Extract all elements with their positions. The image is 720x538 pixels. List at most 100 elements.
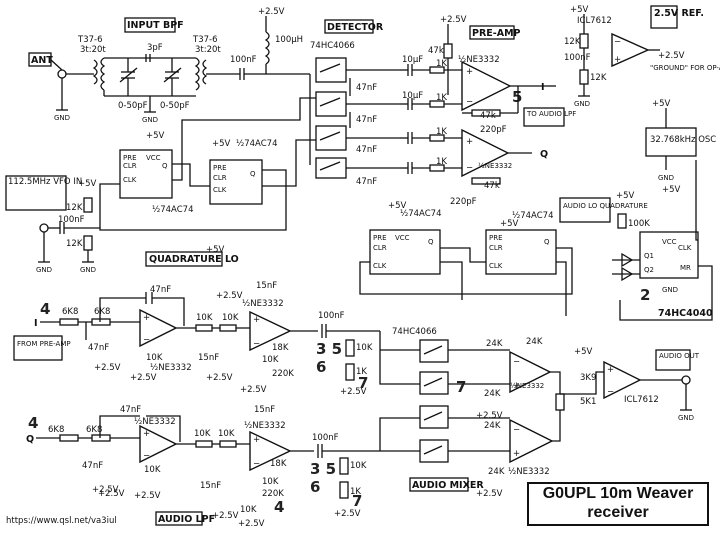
svg-text:−: − xyxy=(513,425,520,435)
svg-text:+2.5V: +2.5V xyxy=(658,51,685,61)
svg-text:10K: 10K xyxy=(218,429,235,439)
quadrature-lo-label: QUADRATURE LO xyxy=(149,254,239,265)
svg-text:Q: Q xyxy=(250,170,256,178)
svg-text:PRE: PRE xyxy=(123,154,137,162)
svg-text:47nF: 47nF xyxy=(356,177,377,187)
svg-text:½NE3332: ½NE3332 xyxy=(508,467,550,477)
svg-text:½74AC74: ½74AC74 xyxy=(152,205,193,215)
svg-text:100nF: 100nF xyxy=(318,311,345,321)
svg-text:GND: GND xyxy=(142,116,158,124)
svg-text:½NE3332: ½NE3332 xyxy=(478,162,512,170)
svg-text:18K: 18K xyxy=(270,459,287,469)
svg-text:0-50pF: 0-50pF xyxy=(118,101,148,111)
svg-text:47nF: 47nF xyxy=(356,83,377,93)
svg-text:Q: Q xyxy=(428,238,434,246)
svg-text:−: − xyxy=(466,163,473,173)
svg-text:+: + xyxy=(607,365,614,375)
svg-text:+2.5V: +2.5V xyxy=(334,509,361,519)
svg-text:100nF: 100nF xyxy=(564,53,591,63)
svg-text:+5V: +5V xyxy=(78,179,97,189)
svg-text:3K9: 3K9 xyxy=(580,373,596,383)
svg-text:+2.5V: +2.5V xyxy=(258,7,285,17)
svg-text:100K: 100K xyxy=(628,219,650,229)
svg-text:GND: GND xyxy=(80,266,96,274)
svg-text:6K8: 6K8 xyxy=(62,307,78,317)
svg-text:CLK: CLK xyxy=(123,176,137,184)
svg-text:0-50pF: 0-50pF xyxy=(160,101,190,111)
svg-text:10K: 10K xyxy=(144,465,161,475)
svg-text:−: − xyxy=(614,37,621,47)
svg-text:3pF: 3pF xyxy=(147,43,163,53)
svg-text:−: − xyxy=(143,335,150,345)
reference-section: 2.5V REF. ICL7612 − + +2.5V "GROUND" FOR… xyxy=(564,5,720,108)
pin-7-annotation-i: 7 xyxy=(358,374,368,392)
pin-7-annotation-q: 7 xyxy=(352,492,362,510)
svg-text:T37-6: T37-6 xyxy=(77,35,102,45)
svg-text:47nF: 47nF xyxy=(356,145,377,155)
svg-text:100nF: 100nF xyxy=(312,433,339,443)
svg-text:10K: 10K xyxy=(196,313,213,323)
svg-text:112.5MHz VFO IN: 112.5MHz VFO IN xyxy=(8,177,82,187)
svg-text:100µH: 100µH xyxy=(275,35,303,45)
svg-text:CLK: CLK xyxy=(678,244,692,252)
svg-text:+: + xyxy=(143,429,150,439)
svg-text:+2.5V: +2.5V xyxy=(130,373,157,383)
svg-text:CLR: CLR xyxy=(123,162,137,170)
svg-text:2.5V REF.: 2.5V REF. xyxy=(654,8,704,19)
svg-text:+5V: +5V xyxy=(574,347,593,357)
svg-text:+5V: +5V xyxy=(662,185,681,195)
svg-text:+2.5V: +2.5V xyxy=(476,489,503,499)
svg-text:I: I xyxy=(34,318,38,329)
svg-text:24K: 24K xyxy=(484,389,501,399)
svg-text:74HC4066: 74HC4066 xyxy=(392,327,437,337)
title-line-1: G0UPL 10m Weaver xyxy=(542,485,694,502)
svg-text:47nF: 47nF xyxy=(356,115,377,125)
svg-text:10K: 10K xyxy=(262,477,279,487)
svg-text:PRE: PRE xyxy=(213,164,227,172)
svg-text:+: + xyxy=(614,55,621,65)
svg-text:1K: 1K xyxy=(356,367,367,377)
svg-text:24K: 24K xyxy=(526,337,543,347)
svg-text:12K: 12K xyxy=(564,37,581,47)
hc4040-label: 74HC4040 xyxy=(658,308,713,319)
svg-text:+5V: +5V xyxy=(212,139,231,149)
svg-text:10µF: 10µF xyxy=(402,55,423,65)
svg-text:½NE3332: ½NE3332 xyxy=(242,299,284,309)
pin-6-annotation-i: 6 xyxy=(316,358,326,376)
pin-4-annotation-q2: 4 xyxy=(274,498,284,516)
svg-text:10K: 10K xyxy=(262,355,279,365)
svg-text:47k: 47k xyxy=(484,181,500,191)
svg-text:18K: 18K xyxy=(272,343,289,353)
svg-text:+: + xyxy=(466,137,473,147)
signal-i-out: I xyxy=(541,82,545,93)
svg-text:VCC: VCC xyxy=(395,234,410,242)
svg-text:GND: GND xyxy=(678,414,694,422)
svg-text:−: − xyxy=(143,451,150,461)
svg-text:3t:20t: 3t:20t xyxy=(195,45,221,55)
svg-text:CLK: CLK xyxy=(489,262,503,270)
svg-text:10K: 10K xyxy=(146,353,163,363)
svg-text:47nF: 47nF xyxy=(120,405,141,415)
svg-text:12K: 12K xyxy=(66,203,83,213)
signal-q-out: Q xyxy=(540,149,548,160)
audio-lo-quadrature: AUDIO LO QUADRATURE ½74AC74 ½74AC74 +5V … xyxy=(359,160,713,321)
svg-text:+: + xyxy=(253,315,260,325)
svg-text:ICL7612: ICL7612 xyxy=(624,395,659,405)
svg-text:½NE3332: ½NE3332 xyxy=(458,55,500,65)
svg-text:½NE3332: ½NE3332 xyxy=(244,421,286,431)
svg-text:−: − xyxy=(466,97,473,107)
pin-7-annotation-mix: 7 xyxy=(456,378,466,396)
svg-text:6K8: 6K8 xyxy=(48,425,64,435)
svg-text:100nF: 100nF xyxy=(58,215,85,225)
audio-lpf-label: AUDIO LPF xyxy=(158,514,215,525)
svg-text:½74AC74: ½74AC74 xyxy=(512,211,553,221)
pin-4-annotation-q: 4 xyxy=(28,414,38,432)
svg-text:24K: 24K xyxy=(488,467,505,477)
svg-text:GND: GND xyxy=(54,114,70,122)
pin-4-annotation-i: 4 xyxy=(40,300,50,318)
svg-text:47nF: 47nF xyxy=(88,343,109,353)
svg-text:CLK: CLK xyxy=(213,186,227,194)
svg-text:47nF: 47nF xyxy=(150,285,171,295)
svg-text:½NE3332: ½NE3332 xyxy=(134,417,176,427)
